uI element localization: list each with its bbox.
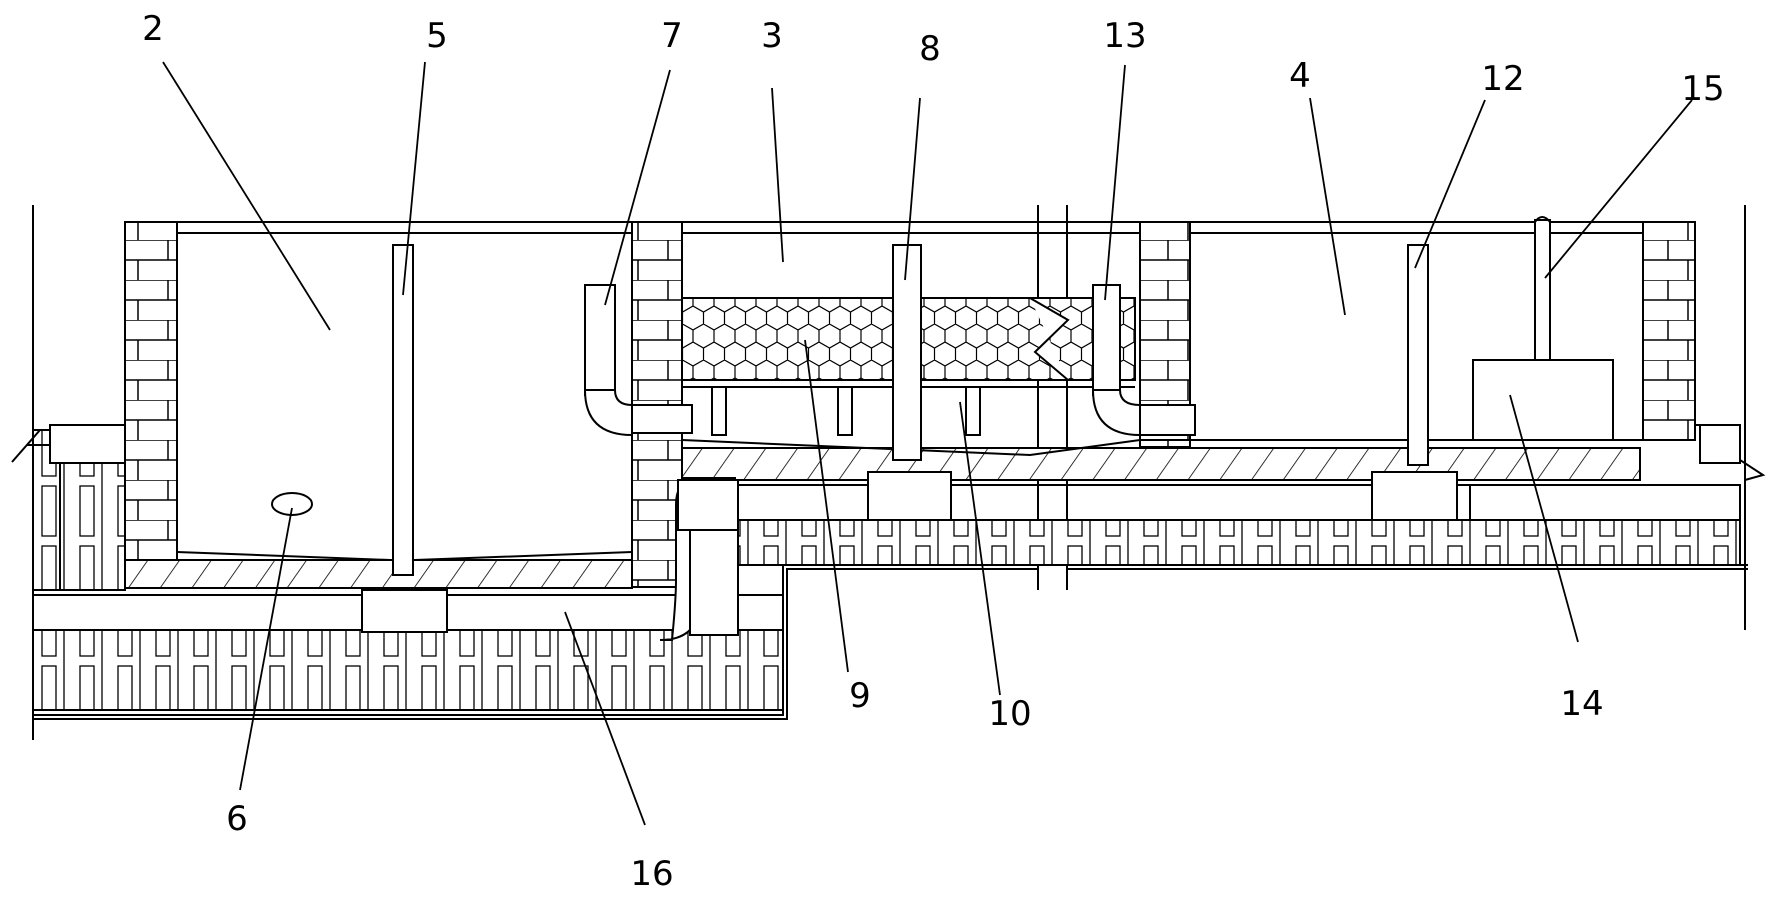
leader-16 (564, 611, 646, 826)
leader-2 (162, 61, 331, 331)
leader-10 (959, 401, 1001, 696)
leader-6 (239, 507, 293, 791)
label-8: 8 (919, 29, 941, 69)
label-7: 7 (661, 16, 683, 56)
label-2: 2 (142, 9, 164, 49)
label-6: 6 (226, 799, 248, 839)
leader-7 (604, 69, 671, 306)
label-15: 15 (1681, 69, 1724, 109)
label-10: 10 (988, 694, 1031, 734)
leader-4 (1309, 97, 1346, 316)
leader-5 (402, 61, 426, 296)
leader-13 (1104, 64, 1126, 301)
leader-15 (1544, 99, 1693, 279)
label-13: 13 (1103, 16, 1146, 56)
leader-8 (904, 97, 921, 281)
label-4: 4 (1289, 56, 1311, 96)
leader-14 (1509, 394, 1579, 643)
label-3: 3 (761, 16, 783, 56)
leader-12 (1414, 99, 1486, 269)
label-12: 12 (1481, 59, 1524, 99)
leader-3 (771, 87, 784, 263)
leader-9 (804, 339, 849, 673)
label-16: 16 (630, 854, 673, 894)
label-5: 5 (426, 16, 448, 56)
label-9: 9 (849, 676, 871, 716)
label-14: 14 (1560, 684, 1603, 724)
